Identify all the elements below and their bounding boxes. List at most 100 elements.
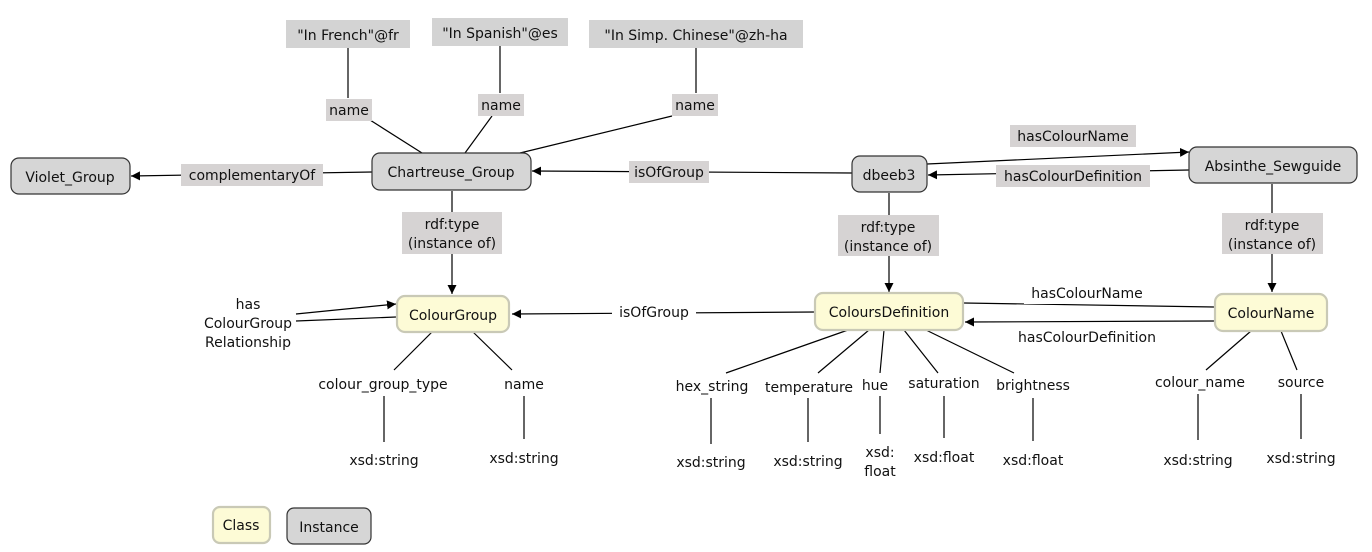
dt-cg-type: xsd:string [349,453,418,469]
node-chartreuse-group-label: Chartreuse_Group [388,165,515,181]
edge-has-cg-rel-out [295,316,397,322]
node-colours-definition-label: ColoursDefinition [829,305,950,321]
dt-colour-name: xsd:string [1163,453,1232,469]
edge-has-colour-name-top [926,147,1190,165]
label-is-of-group-top: isOfGroup [634,165,704,181]
edge-prop-cg-name [472,331,513,371]
literal-spanish: "In Spanish"@es [442,26,558,42]
dt-cg-name: xsd:string [489,451,558,467]
prop-colour-name: colour_name [1155,375,1245,391]
edge-prop-hex-string [725,329,849,374]
prop-temperature: temperature [765,380,853,396]
dt-saturation: xsd:float [914,450,975,466]
node-colour-group[interactable] [395,294,511,334]
label-has-colour-definition-top: hasColourDefinition [1004,169,1142,185]
label-rdf-type-2-line2: (instance of) [844,239,932,255]
dt-source: xsd:string [1266,451,1335,467]
edge-has-colour-definition-bottom [964,317,1215,327]
edge-name-spanish-lower [464,115,493,154]
datatype-labels: xsd:string xsd:string xsd:string xsd:str… [349,445,1335,480]
dt-hex-string: xsd:string [676,455,745,471]
label-complementary-of-bg [181,164,323,186]
legend-class-label: Class [223,518,260,534]
prop-saturation: saturation [908,376,979,392]
property-labels: colour_group_type name hex_string temper… [318,375,1324,396]
node-violet-group[interactable] [10,157,131,195]
label-has-colour-definition-top-bg [996,165,1150,187]
label-rdf-type-3-line1: rdf:type [1245,218,1300,234]
label-has-colour-definition-bottom-bg [1010,326,1164,346]
label-has-colour-name-bottom: hasColourName [1031,286,1142,302]
label-has-cg-rel-line3: Relationship [205,335,291,351]
literal-french-box [286,20,410,48]
label-rdf-type-3-bg [1222,213,1323,254]
node-dbeeb3-label: dbeeb3 [863,168,916,184]
label-has-colour-name-top-bg [1010,125,1136,147]
prop-hue: hue [862,378,888,394]
dt-brightness: xsd:float [1003,453,1064,469]
label-rdf-type-1-line2: (instance of) [408,236,496,252]
edge-name-chinese-lower [519,115,673,154]
label-rdf-type-1-line1: rdf:type [425,217,480,233]
dt-hue-line1: xsd: [865,445,894,461]
legend-class-box [211,505,272,545]
dt-temperature: xsd:string [773,454,842,470]
literal-spanish-box [432,18,568,46]
edge-labels: name name name complementaryOf isOfGroup… [181,94,1323,351]
node-colour-name-label: ColourName [1228,306,1315,322]
edge-name-french-lower [369,119,423,154]
edge-prop-brightness [925,329,1015,374]
label-is-of-group-bottom: isOfGroup [619,305,689,321]
edge-prop-saturation [903,329,939,374]
legend: Class Instance [211,505,372,545]
label-has-cg-rel-line2: ColourGroup [204,316,292,332]
edge-prop-source [1280,330,1298,371]
label-name-french: name [329,103,369,119]
node-violet-group-label: Violet_Group [25,170,114,186]
prop-colour-group-type: colour_group_type [318,377,447,393]
literal-chinese: "In Simp. Chinese"@zh-ha [604,28,787,44]
node-absinthe-sewguide-label: Absinthe_Sewguide [1205,159,1342,175]
legend-instance-box [286,507,372,545]
label-name-spanish: name [481,98,521,114]
edge-prop-colour-group-type [393,331,433,371]
label-rdf-type-2-line1: rdf:type [861,220,916,236]
edge-has-cg-rel-in [295,300,397,315]
label-has-colour-name-top: hasColourName [1017,129,1128,145]
dt-hue-line2: float [864,464,896,480]
prop-hex-string: hex_string [676,379,749,395]
prop-cg-name: name [504,377,544,393]
literal-french: "In French"@fr [297,28,399,44]
edge-prop-hue [879,329,885,374]
label-name-chinese-bg [672,94,718,116]
label-name-spanish-bg [478,94,524,116]
instance-nodes: Violet_Group Chartreuse_Group dbeeb3 Abs… [10,146,1358,195]
label-name-chinese: name [675,98,715,114]
label-has-colour-definition-bottom: hasColourDefinition [1018,330,1156,346]
literal-chinese-box [589,20,803,48]
edge-prop-temperature [817,329,870,374]
label-is-of-group-bottom-bg [612,302,696,322]
label-is-of-group-top-bg [629,161,709,183]
label-rdf-type-3-line2: (instance of) [1228,237,1316,253]
class-nodes: ColourGroup ColoursDefinition ColourName [395,291,1329,334]
edge-has-colour-name-bottom [963,302,1215,308]
label-complementary-of: complementaryOf [189,168,317,184]
node-chartreuse-group[interactable] [371,152,532,191]
literal-nodes: "In French"@fr "In Spanish"@es "In Simp.… [286,18,803,48]
edge-prop-colour-name [1205,330,1252,371]
node-absinthe-sewguide[interactable] [1188,146,1358,184]
node-dbeeb3[interactable] [851,155,928,193]
prop-brightness: brightness [996,378,1070,394]
label-rdf-type-1-bg [402,212,502,254]
label-rdf-type-2-bg [838,215,939,256]
node-colours-definition[interactable] [813,291,965,332]
node-colour-name[interactable] [1213,292,1329,333]
node-colour-group-label: ColourGroup [409,308,497,324]
label-has-cg-rel-line1: has [236,297,261,313]
label-name-french-bg [326,99,372,121]
legend-instance-label: Instance [299,520,359,536]
prop-source: source [1278,375,1325,391]
label-has-colour-name-bottom-bg [1024,284,1150,304]
